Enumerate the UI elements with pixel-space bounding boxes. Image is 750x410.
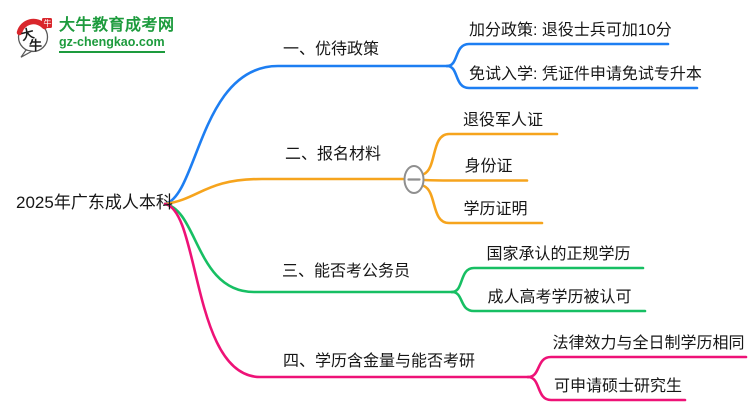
logo-seal-char: 牛 — [44, 18, 52, 28]
branch-1-child-1-node[interactable]: 加分政策: 退役士兵可加10分 — [469, 22, 672, 39]
branch-2-child-1-node[interactable]: 退役军人证 — [462, 112, 543, 129]
branch-2-main-line — [163, 177, 405, 206]
branch-2-node[interactable]: 二、报名材料 — [285, 146, 382, 163]
logo-seal — [42, 18, 52, 28]
branch-4-child-1-node[interactable]: 法律效力与全日制学历相同 — [552, 335, 745, 352]
branch-1-child-2-node[interactable]: 免试入学: 凭证件申请免试专升本 — [469, 66, 702, 83]
branch-4-node[interactable]: 四、学历含金量与能否考研 — [283, 353, 476, 370]
branch-3-child-1-node[interactable]: 国家承认的正规学历 — [486, 246, 631, 263]
logo-subtitle: gz-chengkao.com — [59, 35, 165, 53]
site-logo[interactable]: 大 牛 牛 大牛教育成考网 gz-chengkao.com — [14, 12, 175, 58]
logo-title: 大牛教育成考网 — [59, 17, 175, 34]
root-node[interactable]: 2025年广东成人本科 — [16, 193, 173, 212]
branch-2-child-3-node[interactable]: 学历证明 — [463, 201, 528, 218]
collapse-button[interactable] — [403, 165, 425, 194]
branch-4-child-1-line — [526, 355, 748, 379]
branch-1-child-1-line — [445, 42, 670, 68]
branch-3-child-2-node[interactable]: 成人高考学历被认可 — [487, 289, 632, 306]
branch-4-child-2-node[interactable]: 可申请硕士研究生 — [553, 378, 682, 395]
logo-bull-icon: 大 牛 牛 — [16, 18, 52, 58]
branch-2-child-2-node[interactable]: 身份证 — [464, 158, 513, 175]
branch-1-node[interactable]: 一、优待政策 — [283, 41, 380, 58]
logo-char-top: 大 — [19, 26, 35, 44]
logo-text-block: 大牛教育成考网 gz-chengkao.com — [59, 17, 175, 53]
branch-2-child-2-line — [422, 178, 529, 182]
branch-3-node[interactable]: 三、能否考公务员 — [282, 263, 411, 280]
logo-char-bottom: 牛 — [29, 38, 42, 53]
